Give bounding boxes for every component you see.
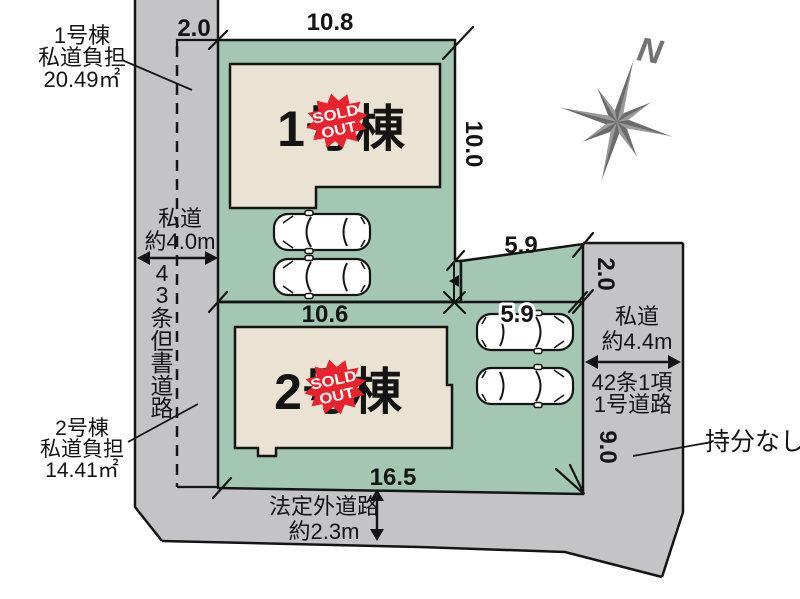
dim-tick [445,249,466,272]
dim-road-half-width: 2.0 [177,15,210,42]
south-road-surface [162,486,683,577]
west-road-name-line2: 約4.0m [145,229,216,254]
west-road-type-vertical: 4 3 条 但 書 道 路 [151,260,174,421]
west-road-type-char: 但 [151,328,174,354]
dim-tick [442,290,467,315]
south-road-name-line1: 法定外道路 [269,494,379,519]
west-road-name-line1: 私道 [158,206,202,231]
dim-east-frontage: 2.0 [592,257,619,290]
dim-lot2-bottom: 16.5 [370,464,417,491]
east-road-name-line2: 約4.4m [602,329,673,354]
dim-corner-arrow [554,463,585,495]
east-road-type-line1: 42条1項 [592,370,673,395]
car-icon [272,209,372,255]
east-road-right-edge [660,243,685,578]
building-2-soldout-stamp: SOLD OUT [298,353,372,421]
lot2-burden-line1: 2号棟 [55,417,109,440]
west-road-type-char: 4 [156,260,169,286]
west-road-surface [135,0,218,541]
west-road-left-edge [133,0,163,542]
dim-lot1-depth: 10.0 [460,121,487,168]
leader-line [127,403,199,443]
lot1-burden-note: 1号棟 私道負担 20.49㎡ [38,23,193,92]
building-1-label-group: 1号棟 SOLD OUT [277,87,406,157]
share-note-text: 持分なし [705,428,800,456]
lot2-burden-note: 2号棟 私道負担 14.41㎡ [40,403,199,482]
car-icon [475,363,575,409]
west-road-type-char: 路 [151,395,174,421]
west-road-width-arrow [137,251,218,265]
east-road-surface [583,243,683,512]
car-icon [272,254,372,300]
compass-rose: N [558,30,674,183]
east-road-width-arrow [585,355,681,369]
west-road-type-char: 条 [151,305,174,331]
fence-arrow-icon [449,275,459,287]
south-road-width-arrow [370,489,384,541]
west-road-name: 私道 約4.0m [145,206,216,254]
centerline-top-bracket [175,38,218,52]
east-road-name-line1: 私道 [615,304,659,329]
west-road-type-char: 道 [151,373,174,399]
east-road-name: 私道 約4.4m 42条1項 1号道路 [592,304,673,417]
building-1-soldout-stamp: SOLD OUT [300,87,374,155]
lot1-burden-line3: 20.49㎡ [43,67,120,92]
lot1-burden-line1: 1号棟 [54,23,110,48]
lot1-burden-line2: 私道負担 [38,45,126,70]
east-road-type-line2: 1号道路 [594,392,672,417]
share-note: 持分なし [632,428,800,457]
annotations-layer: 1号棟 私道負担 20.49㎡ 2号棟 私道負担 14.41㎡ 私道 約4.0m… [38,23,800,544]
west-road-type-char: 3 [156,282,169,308]
compass-star-shading [559,59,673,182]
building-2-label-group: 2号棟 SOLD OUT [274,353,403,421]
south-road-name-line2: 約2.3m [289,519,360,544]
dim-lot2-frontage-right: 5.9 [500,301,533,328]
dim-lot2-frontage-left: 10.6 [302,301,349,328]
soldout-text-line2: OUT [320,119,358,142]
compass-north-label: N [635,30,667,72]
dim-tick [571,231,595,259]
dim-lot2-depth: 9.0 [594,430,621,463]
leader-line [632,441,713,457]
roads-layer [133,0,685,579]
dim-setback: 5.9 [504,232,537,259]
west-road-type-char: 書 [151,350,174,376]
south-road-name: 法定外道路 約2.3m [269,494,379,544]
dim-tick [207,290,229,314]
dimensions-layer: 2.0 10.8 10.0 5.9 2.0 10.6 5.9 16.5 9.0 [137,9,681,541]
lot2-burden-line2: 私道負担 [40,438,124,461]
dim-lot1-frontage: 10.8 [307,9,354,36]
dim-tick [567,290,589,314]
dim-tick [571,288,595,315]
dim-tick [211,476,233,500]
dim-tick [207,29,229,51]
west-road-centerline [175,38,218,489]
lot2-burden-line3: 14.41㎡ [45,458,119,482]
soldout-text-line2: OUT [318,385,356,408]
leader-line [121,59,193,91]
dim-tick [441,25,475,61]
south-road-bottom-edge [161,539,663,579]
